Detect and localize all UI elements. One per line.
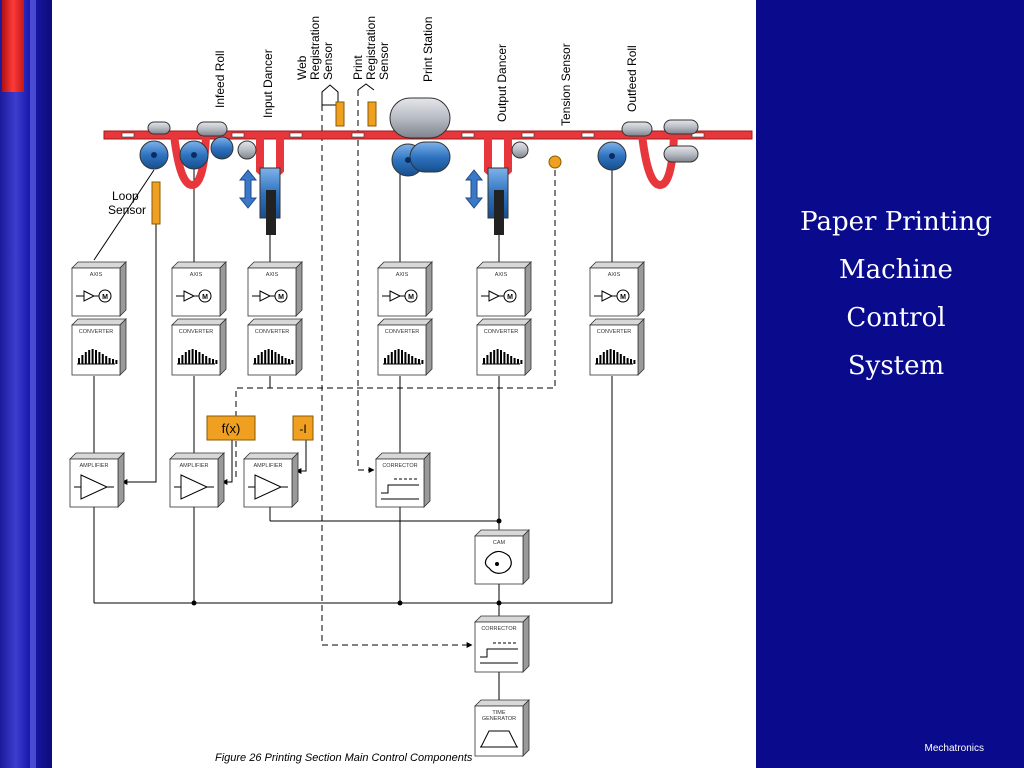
svg-text:M: M [507, 294, 513, 301]
axis-block-input-dancer-motor-icon [198, 289, 212, 303]
corrector-block-1-label: CORRECTOR [382, 463, 417, 469]
converter-block-output-dancer: CONVERTER [476, 318, 532, 376]
axis-block-outfeed-label: AXIS [608, 272, 621, 278]
control-blocks: AXIS M AXIS M AXIS M AXIS M AXIS M AXIS M CONVERTER C… [69, 261, 645, 757]
converter-block-print-station-label: CONVERTER [385, 329, 419, 335]
label-loop: Loop [112, 189, 139, 203]
fx-block-label: f(x) [222, 421, 241, 436]
diagram-panel: Infeed Roll Input Dancer Web Registratio… [52, 0, 756, 768]
amplifier-block-1-label: AMPLIFIER [79, 463, 108, 469]
label-input-dancer: Input Dancer [261, 49, 275, 118]
generator-block-label: TIME [492, 710, 505, 716]
converter-block-ps1: CONVERTER [247, 318, 303, 376]
axis-block-ps1-label: AXIS [266, 272, 279, 278]
left-accent-red [2, 0, 24, 92]
title-line-1: Paper Printing [800, 207, 992, 237]
axis-block-infeed-label: AXIS [90, 272, 103, 278]
axis-block-print-station: AXIS M [377, 261, 433, 317]
title-line-3: Control [846, 303, 946, 333]
svg-text:M: M [102, 294, 108, 301]
axis-block-output-dancer-motor-icon [503, 289, 517, 303]
svg-text:M: M [278, 294, 284, 301]
converter-block-infeed-label: CONVERTER [79, 329, 113, 335]
axis-block-outfeed: AXIS M [589, 261, 645, 317]
axis-block-input-dancer-label: AXIS [190, 272, 203, 278]
label-tension-sensor: Tension Sensor [559, 43, 573, 126]
corrector-block-2-label: CORRECTOR [481, 626, 516, 632]
axis-block-output-dancer: AXIS M [476, 261, 532, 317]
left-accent-bar [0, 0, 52, 768]
label-web-reg-3: Sensor [321, 42, 335, 80]
svg-text:M: M [408, 294, 414, 301]
label-outfeed-roll: Outfeed Roll [625, 45, 639, 112]
axis-block-ps1: AXIS M [247, 261, 303, 317]
diagram-labels: Infeed Roll Input Dancer Web Registratio… [108, 16, 639, 217]
figure-caption: Figure 26 Printing Section Main Control … [215, 752, 473, 764]
axis-block-print-station-motor-icon [404, 289, 418, 303]
control-diagram: Infeed Roll Input Dancer Web Registratio… [69, 16, 753, 764]
label-web-reg-2: Registration [308, 16, 322, 80]
slide-title: Paper Printing Machine Control System [780, 198, 1012, 390]
trapezoid-profile-icon [480, 730, 518, 748]
label-web-reg-1: Web [295, 55, 309, 80]
bus-junctions [191, 518, 502, 606]
converter-block-outfeed: CONVERTER [589, 318, 645, 376]
svg-text:M: M [620, 294, 626, 301]
converter-block-outfeed-label: CONVERTER [597, 329, 631, 335]
label-infeed-roll: Infeed Roll [213, 51, 227, 108]
converter-block-input-dancer: CONVERTER [171, 318, 227, 376]
label-print-reg-1: Print [351, 55, 365, 80]
axis-block-infeed-motor-icon [98, 289, 112, 303]
input-dancer [238, 167, 281, 235]
label-print-reg-3: Sensor [377, 42, 391, 80]
rollers [139, 97, 699, 177]
generator-block-label-2: GENERATOR [482, 716, 516, 722]
amplifier-block-3: AMPLIFIER [243, 452, 299, 508]
converter-block-ps1-label: CONVERTER [255, 329, 289, 335]
axis-block-infeed: AXIS M [71, 261, 127, 317]
label-print-station: Print Station [421, 17, 435, 82]
amplifier-block-2: AMPLIFIER [169, 452, 225, 508]
title-line-2: Machine [839, 255, 953, 285]
roller-hubs [151, 152, 615, 163]
left-accent-stripe [30, 0, 36, 768]
cam-profile-icon [484, 550, 512, 574]
axis-block-outfeed-motor-icon [616, 289, 630, 303]
amplifier-block-1: AMPLIFIER [69, 452, 125, 508]
sensors [151, 101, 562, 225]
svg-text:M: M [202, 294, 208, 301]
converter-block-input-dancer-label: CONVERTER [179, 329, 213, 335]
axis-block-print-station-label: AXIS [396, 272, 409, 278]
converter-block-print-station: CONVERTER [377, 318, 433, 376]
axis-block-input-dancer: AXIS M [171, 261, 227, 317]
minus-block-label: -I [299, 422, 306, 436]
signal-wiring [93, 165, 613, 702]
label-print-reg-2: Registration [364, 16, 378, 80]
cam-block-label: CAM [493, 540, 506, 546]
converter-block-infeed: CONVERTER [71, 318, 127, 376]
label-loop-sensor: Sensor [108, 203, 146, 217]
footer-label: Mechatronics [924, 743, 984, 754]
corrector-block-1: CORRECTOR [375, 452, 431, 508]
title-line-4: System [847, 351, 945, 381]
corrector-block-2: CORRECTOR [474, 615, 530, 673]
amplifier-block-2-label: AMPLIFIER [179, 463, 208, 469]
label-output-dancer: Output Dancer [495, 44, 509, 122]
converter-block-output-dancer-label: CONVERTER [484, 329, 518, 335]
axis-block-output-dancer-label: AXIS [495, 272, 508, 278]
cam-block: CAM [474, 529, 530, 585]
axis-block-ps1-motor-icon [274, 289, 288, 303]
amplifier-block-3-label: AMPLIFIER [253, 463, 282, 469]
function-blocks: f(x) -I [206, 415, 314, 441]
output-dancer [464, 167, 509, 235]
